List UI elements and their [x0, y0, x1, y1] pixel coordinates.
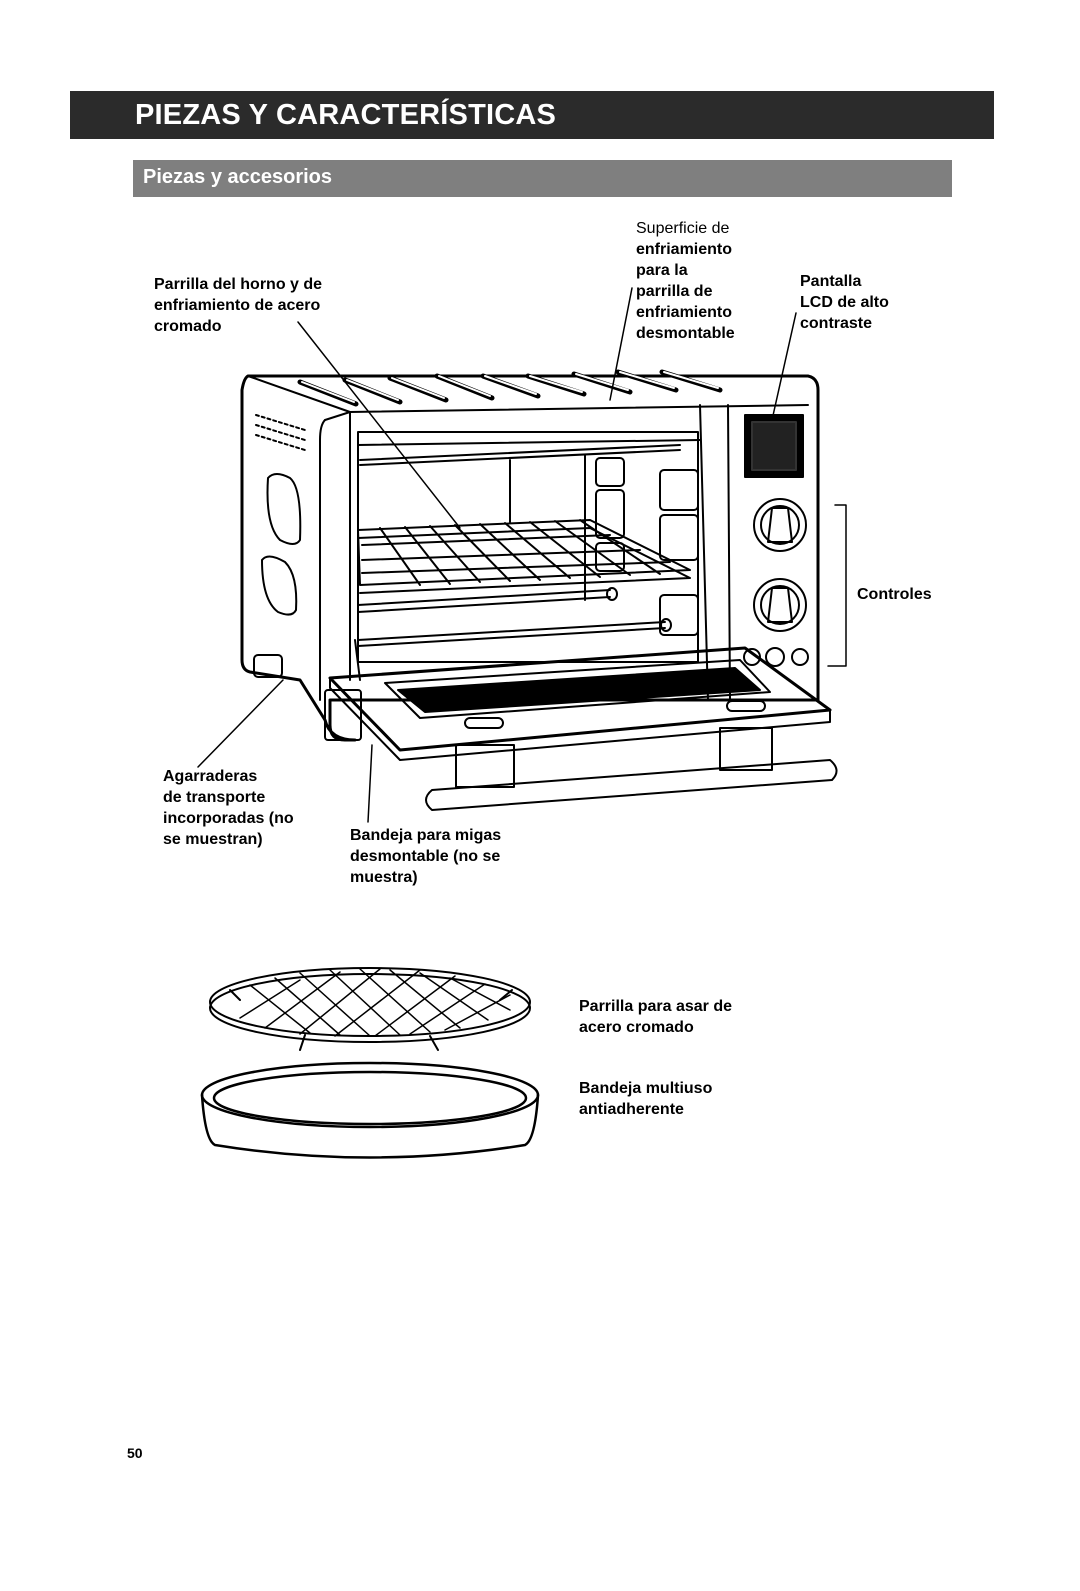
- label-line: acero cromado: [579, 1019, 694, 1036]
- label-line: Pantalla: [800, 273, 862, 290]
- label-pan: Bandeja multiuso antiadherente: [579, 1078, 712, 1120]
- door-handle: [425, 727, 838, 811]
- door-window: [384, 659, 771, 719]
- label-line: Controles: [857, 586, 932, 603]
- label-line: Bandeja multiuso: [579, 1080, 713, 1097]
- label-cooling-surface: Superficie de enfriamiento para la parri…: [636, 218, 735, 344]
- broil-rack-illustration: [209, 967, 531, 1051]
- subsection-header: Piezas y accesorios: [133, 160, 952, 197]
- label-line: desmontable: [636, 325, 735, 342]
- label-line: LCD de alto: [800, 294, 889, 311]
- bottom-knob: [753, 578, 807, 632]
- section-header: PIEZAS Y CARACTERÍSTICAS: [70, 91, 994, 139]
- label-line: para la: [636, 262, 688, 279]
- label-line: Parrilla para asar de: [579, 998, 732, 1015]
- page-title: PIEZAS Y CARACTERÍSTICAS: [135, 99, 557, 131]
- label-line: Superficie de: [636, 220, 730, 237]
- oven-rack: [357, 519, 691, 594]
- label-carry-handles: Agarraderas de transporte incorporadas (…: [163, 766, 294, 850]
- label-lcd-display: Pantalla LCD de alto contraste: [800, 271, 889, 334]
- label-line: cromado: [154, 318, 222, 335]
- label-line: enfriamiento: [636, 304, 733, 321]
- pan-illustration: [200, 1061, 540, 1159]
- label-line: se muestran): [163, 831, 263, 848]
- label-line: Agarraderas: [163, 768, 258, 785]
- oven-body: [240, 374, 820, 742]
- side-ribs: [595, 457, 699, 636]
- label-line: parrilla de: [636, 283, 713, 300]
- label-crumb-tray: Bandeja para migas desmontable (no se mu…: [350, 825, 501, 888]
- page-number: 50: [127, 1445, 143, 1461]
- label-line: desmontable (no se: [350, 848, 501, 865]
- subsection-title: Piezas y accesorios: [143, 166, 333, 188]
- label-line: Parrilla del horno y de: [154, 276, 323, 293]
- label-line: Bandeja para migas: [350, 827, 502, 844]
- label-line: incorporadas (no: [163, 810, 294, 827]
- label-oven-rack: Parrilla del horno y de enfriamiento de …: [154, 274, 322, 337]
- top-knob: [753, 498, 807, 552]
- label-line: antiadherente: [579, 1101, 684, 1118]
- label-line: contraste: [800, 315, 873, 332]
- label-controls: Controles: [857, 584, 932, 605]
- label-line: enfriamiento: [636, 241, 733, 258]
- label-line: enfriamiento de acero: [154, 297, 321, 314]
- label-line: muestra): [350, 869, 418, 886]
- label-broil-rack: Parrilla para asar de acero cromado: [579, 996, 732, 1038]
- leader-lines: [197, 287, 847, 823]
- label-line: de transporte: [163, 789, 266, 806]
